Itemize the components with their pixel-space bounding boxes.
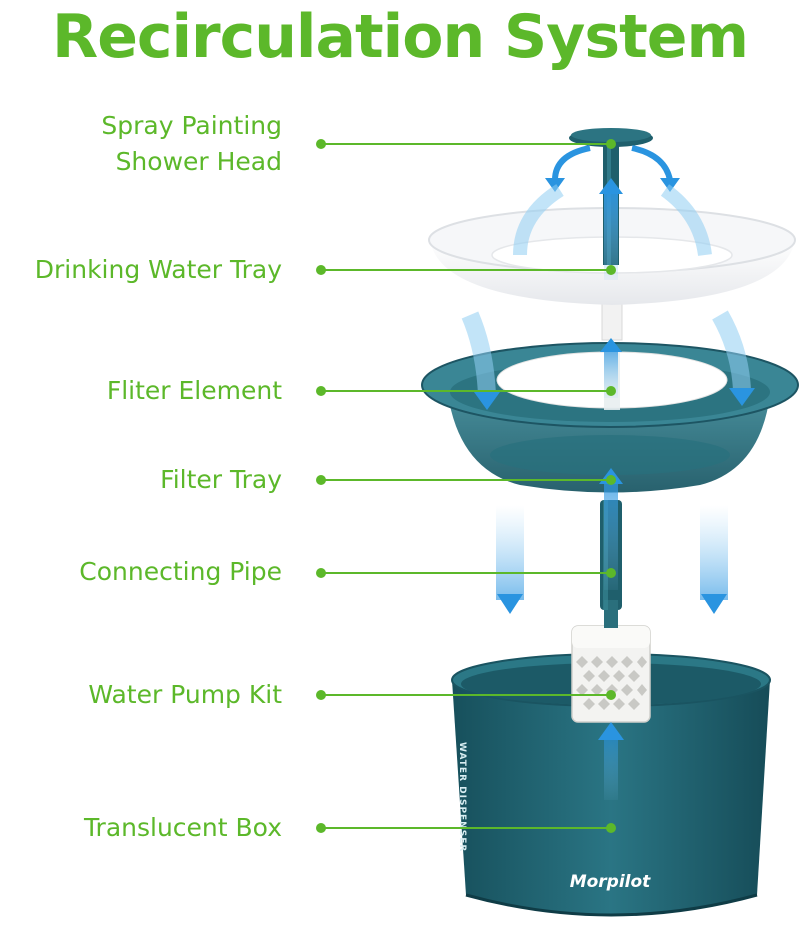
label-filter-element: Fliter Element: [106, 376, 282, 405]
arrow-up-icon: [600, 338, 622, 352]
label-line: Shower Head: [115, 147, 282, 176]
label-filter-tray: Filter Tray: [160, 465, 282, 494]
box-side-text: WATER DISPENSER: [457, 742, 467, 852]
arrow-down-icon: [497, 594, 523, 614]
arrow-down-icon: [701, 594, 727, 614]
water-flow-arrows: [461, 145, 755, 800]
label-translucent-box: Translucent Box: [83, 813, 282, 842]
label-spray-painting-shower-head: Spray Painting Shower Head: [101, 108, 282, 180]
diagram-title: Recirculation System: [52, 2, 749, 72]
brand-logo: Morpilot: [570, 872, 651, 892]
arrow-up-icon: [598, 722, 624, 740]
arrow-down-icon: [729, 388, 755, 406]
label-connecting-pipe: Connecting Pipe: [79, 557, 282, 586]
arrow-down-icon: [474, 392, 500, 410]
label-line: Spray Painting: [101, 111, 282, 140]
leader-lines: [316, 139, 616, 833]
water-pump-kit: [571, 625, 651, 723]
arrow-up-icon: [599, 178, 623, 194]
label-water-pump-kit: Water Pump Kit: [88, 680, 282, 709]
label-drinking-water-tray: Drinking Water Tray: [34, 255, 282, 284]
